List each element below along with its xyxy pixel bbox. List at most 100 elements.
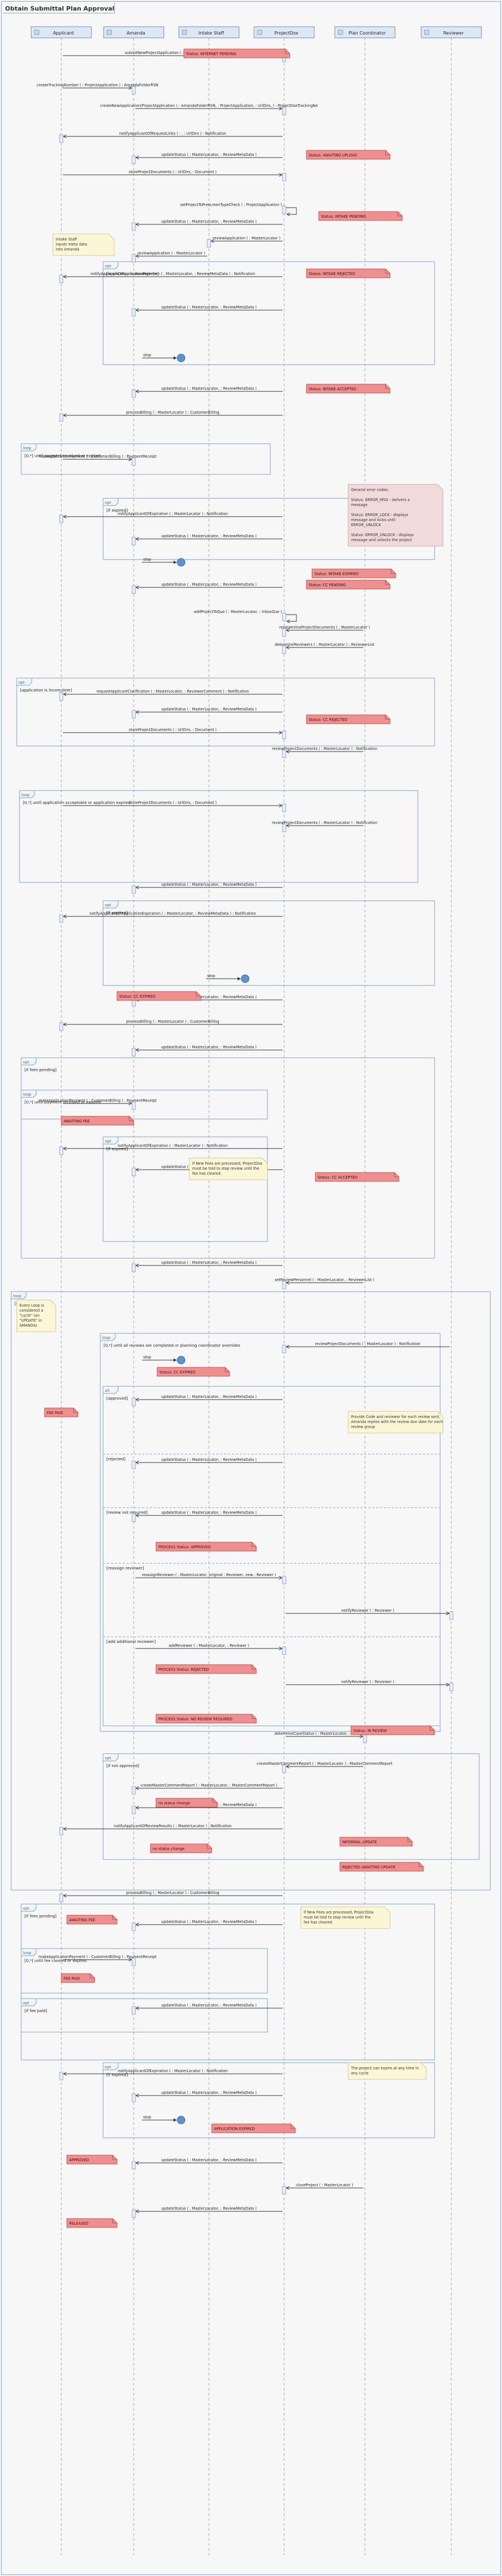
activation-bar [282,173,286,181]
fragment-tab [21,1999,37,2006]
status-note [306,384,391,394]
fragment-loop [19,790,418,883]
status-note-fold [112,1915,117,1920]
fragment-operator: loop [23,1092,32,1097]
comment-note [348,484,443,547]
fragment-tab [20,791,35,798]
fragment-tab [103,498,119,506]
comment-note-text: considered a [20,1308,43,1313]
lifeline-label: Applicant [53,31,74,36]
message-label: updateStatus ( : MasterLocator, : Review… [161,882,256,887]
status-note-text: APPROVED [69,2158,89,2162]
comment-note-text: Intake Staff [56,237,77,242]
fragment-tab [21,1904,37,1912]
status-note [306,714,391,724]
status-note-text: FEE PAID [64,1976,80,1981]
message-label: notifyApplicantOfApplicationRejection ( … [90,272,255,276]
status-note-fold [385,715,390,720]
fragment-guard: [if expired] [106,508,128,513]
fragment-opt [21,1998,268,2033]
stop-node-icon [177,2116,186,2124]
message-label: updateStatus ( : MasterLocator, : Review… [161,995,256,999]
lifeline-icon [257,30,262,35]
activation-bar [282,823,286,832]
message-label: reviewProjectDocuments ( : MasterLocator… [272,747,377,751]
comment-note [348,1411,443,1434]
status-note [211,2123,296,2133]
fragment-operator: loop [23,446,32,450]
activation-bar [131,254,136,263]
status-note [61,1116,134,1126]
fragment-guard: [if fees pending] [25,1914,57,1918]
fragment-guard: [if fee paid] [25,2009,47,2013]
activation-bar [59,1893,64,1902]
status-note-fold [385,580,390,585]
status-note [315,1172,399,1182]
message-label: updateStatus ( : MasterLocator, : Review… [161,1395,256,1399]
fragment-operator: loop [23,1951,32,1955]
fragment-guard: [approved] [106,1396,128,1401]
message-label: notifyApplicantOfRequestLinks ( : , : Ur… [119,131,226,136]
comment-note-text: into Amanda [56,247,79,252]
lifeline-head [334,26,396,38]
stop-node-icon [177,354,186,362]
message-label: updateStatus ( : MasterLocator, : Review… [161,707,256,712]
fragment-operator: opt [105,264,111,268]
activation-bar [131,222,136,231]
status-note [150,1843,212,1853]
status-note-fold [430,1726,435,1731]
stop-label: stop [207,974,215,978]
message-label: requestApplicantClarification ( : Master… [96,689,249,694]
fragment-opt [16,678,435,747]
fragment-opt [103,261,435,365]
status-note-text: Status: CC ACCEPTED [318,1175,358,1180]
status-note-text: APPLICATION EXPIRED [214,2127,255,2131]
fragment-operator: opt [105,1139,111,1144]
alt-guard: [reassign reviewer] [106,1566,144,1571]
lifeline-label: Amanda [126,31,145,36]
fragment-tab [11,1292,27,1299]
lifeline-label: ProjectDox [275,31,299,36]
fragment-guard: [0,*] until payment received or expired [25,454,101,458]
status-note [339,1862,424,1872]
lifeline-icon [182,30,187,35]
activation-bar [131,1460,136,1469]
fragment-tab [17,678,32,686]
status-note-fold [285,49,290,54]
activation-bar [131,585,136,594]
status-note-text: Status: INTAKE REJECTED [309,272,355,276]
status-note [318,211,403,221]
message-label: updateStatus ( : MasterLocator, : Review… [161,2158,256,2162]
fragment-loop [21,1090,268,1120]
activation-bar [131,1922,136,1931]
stop-label: stop [143,353,151,357]
status-note-fold [73,1408,78,1413]
message-label: updateStatus ( : MasterLocator, : Review… [161,582,256,587]
comment-note [348,2062,427,2080]
comment-note-text: Amanda replies with the review due date … [351,1420,443,1424]
status-note-fold [196,992,201,997]
comment-note [300,1906,391,1929]
message-label: updateStatus ( : MasterLocator, : Review… [161,2206,256,2211]
status-note [350,1725,435,1735]
fragment-operator: alt [105,1388,110,1393]
comment-note-text: any cycle [351,2071,368,2075]
message-label: determineReviewers ( : MasterLocator ) :… [275,642,374,647]
comment-note-text: must be told to stop review until the [192,1166,259,1171]
fragment-operator: loop [21,793,30,797]
message-label: updateStatus ( : MasterLocator, : Review… [161,1458,256,1462]
status-note [44,1407,79,1417]
activation-bar [131,1263,136,1272]
message-label: reviewApplication ( : MasterLocator ) [213,236,281,241]
status-note-fold [385,269,390,274]
stop-node-icon [177,1356,186,1365]
fragment-operator: opt [23,1906,30,1911]
message-label: createNewApplication(ProjectApplication … [100,104,318,108]
fragment-guard: [application is incomplete] [20,688,72,693]
fragment-loop [21,443,271,475]
fragment-guard: [if expired] [106,1147,128,1151]
comment-note-text: "cycle" (an [20,1313,40,1318]
fragment-guard: [application is incomplete] [106,272,158,276]
activation-bar [282,1576,286,1584]
message-label: updateStatus ( : MasterLocator, : Review… [161,1045,256,1049]
